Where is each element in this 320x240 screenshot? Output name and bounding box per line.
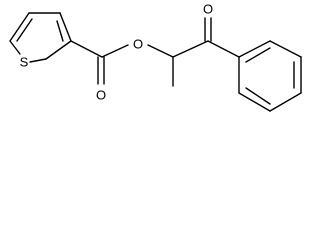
chemical-structure: S O O O (9, 1, 302, 112)
bond-ch-to-ketone-carbon (172, 40, 209, 58)
bond-benzene-1 (207, 40, 240, 58)
sulfur-label: S (20, 54, 29, 69)
bond-thiophene-double-1 (16, 18, 33, 42)
bond-benzene-2 (238, 40, 271, 58)
bond-thiophene-c3-c4 (59, 12, 72, 42)
bond-thiophene-c1-c2 (9, 12, 30, 42)
bond-thiophene-double-2 (56, 20, 64, 42)
bond-ring-to-carbonyl (70, 40, 103, 58)
bond-thiophene-s-c1 (9, 40, 21, 55)
bond-benzene-3 (269, 40, 302, 58)
ketone-oxygen-label: O (203, 1, 213, 16)
thiophene-ring (9, 12, 72, 63)
bond-benzene-double-1 (245, 47, 271, 63)
ester-oxygen-label: O (133, 36, 143, 51)
bond-benzene-6 (238, 92, 271, 112)
bond-carbonyl-to-oxygen (101, 44, 129, 58)
bond-benzene-double-3 (245, 87, 271, 105)
benzene-ring (207, 40, 302, 112)
structure-svg: S O O O (9, 1, 302, 112)
bond-thiophene-c4-c5 (45, 40, 72, 60)
ester-carbonyl-oxygen-label: O (96, 87, 106, 102)
bond-benzene-5 (269, 92, 302, 112)
bond-thiophene-c5-s (29, 58, 47, 63)
bond-oxygen-to-ch (147, 44, 174, 58)
